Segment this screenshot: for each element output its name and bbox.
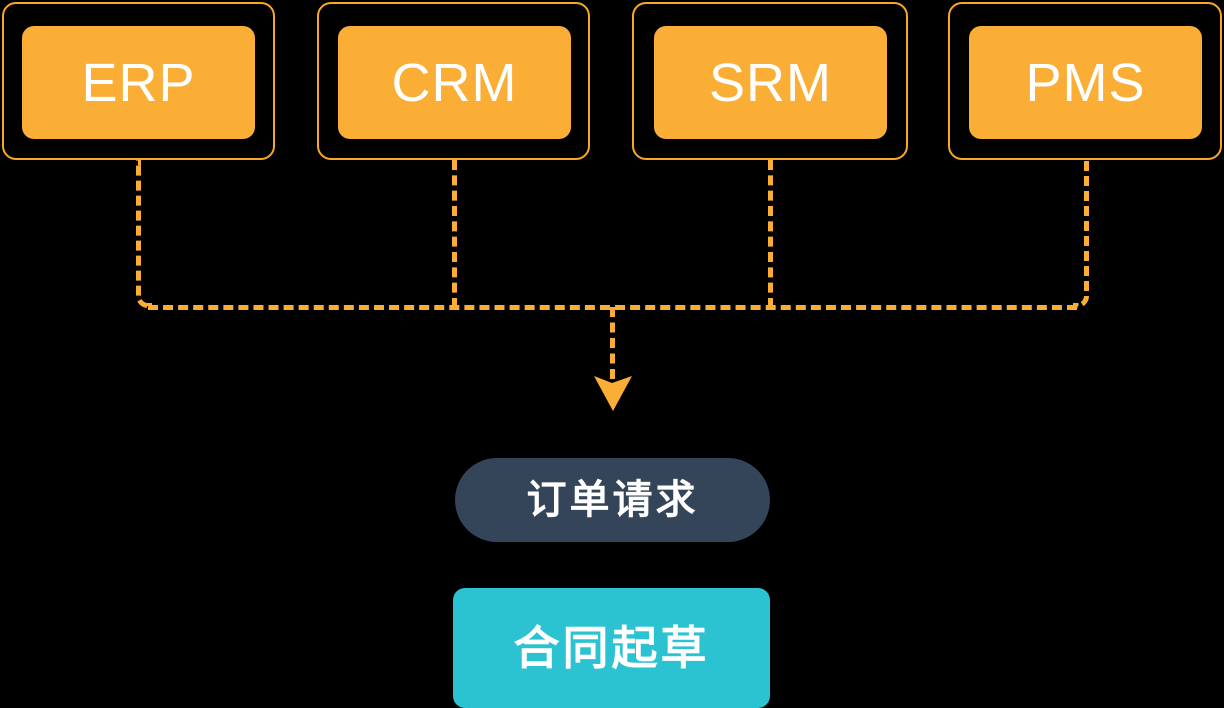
system-group-crm[interactable]: [317, 2, 590, 160]
flow-node-contract-draft-label: 合同起草: [513, 622, 710, 674]
connector-pms-to-bus: [1073, 160, 1089, 308]
flow-node-order-request-label: 订单请求: [526, 478, 699, 522]
system-chip-erp[interactable]: ERP: [22, 26, 255, 139]
system-chip-pms[interactable]: PMS: [969, 26, 1202, 139]
flow-node-contract-draft[interactable]: 合同起草: [453, 588, 770, 708]
connector-srm-to-bus: [768, 160, 773, 308]
system-label-crm: CRM: [391, 52, 518, 113]
connector-bus-to-order-request: [610, 307, 615, 379]
system-label-srm: SRM: [709, 52, 832, 113]
system-label-pms: PMS: [1025, 52, 1146, 113]
connector-crm-to-bus: [452, 160, 457, 308]
system-group-pms[interactable]: [948, 2, 1222, 160]
system-group-erp[interactable]: [2, 2, 275, 160]
connector-erp-to-bus: [136, 160, 152, 308]
system-group-srm[interactable]: [632, 2, 908, 160]
system-chip-srm[interactable]: SRM: [654, 26, 887, 139]
system-chip-crm[interactable]: CRM: [338, 26, 571, 139]
arrow-down-icon: [592, 373, 634, 413]
system-label-erp: ERP: [81, 52, 196, 113]
flow-node-order-request[interactable]: 订单请求: [455, 458, 770, 542]
